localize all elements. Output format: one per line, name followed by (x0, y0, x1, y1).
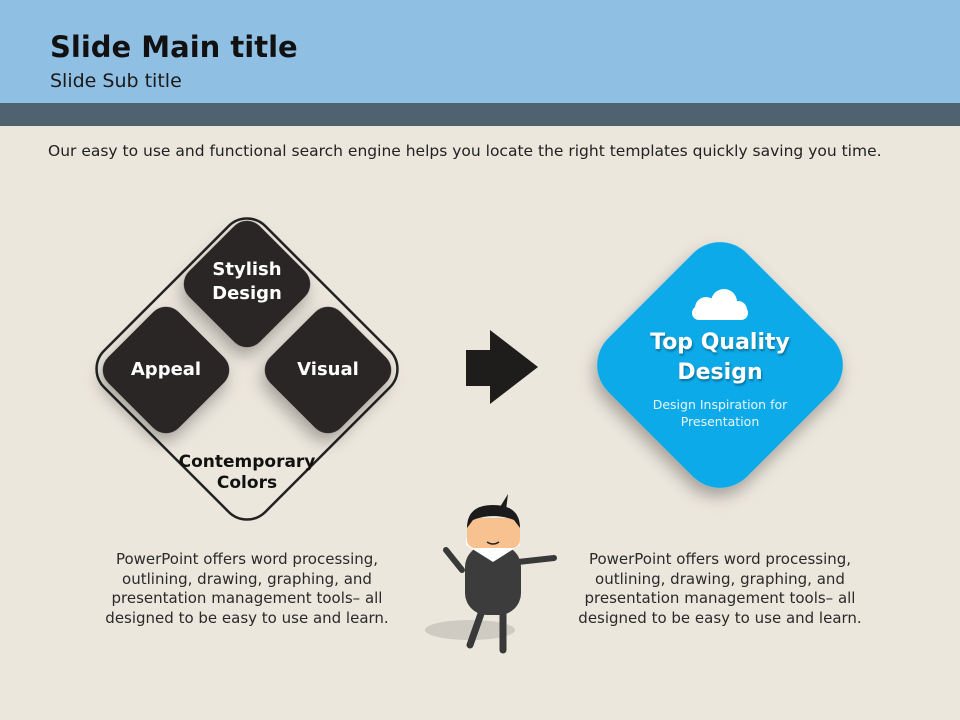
blue-diamond (597, 242, 843, 488)
diamond-appeal (102, 306, 230, 434)
outline-diamond (95, 217, 399, 521)
slide-subtitle: Slide Sub title (50, 70, 182, 92)
left-description: PowerPoint offers word processing, outli… (105, 550, 389, 627)
label-stylish-design: Stylish Design (212, 259, 282, 304)
blue-diamond-title: Top Quality Design (650, 330, 790, 385)
label-visual: Visual (297, 359, 359, 380)
character-illustration (425, 494, 557, 654)
right-description: PowerPoint offers word processing, outli… (578, 550, 862, 627)
header-band (0, 103, 960, 126)
label-contemporary-colors: Contemporary Colors (178, 452, 316, 493)
slide-title: Slide Main title (50, 30, 298, 64)
blue-diamond-subtitle: Design Inspiration for Presentation (652, 397, 788, 429)
arrow-right-icon (466, 330, 538, 404)
intro-text: Our easy to use and functional search en… (48, 142, 882, 160)
label-appeal: Appeal (130, 359, 202, 380)
diamond-visual (264, 306, 392, 434)
cloud-icon (692, 289, 748, 320)
header-bar (0, 0, 960, 103)
diamond-stylish (183, 220, 311, 348)
